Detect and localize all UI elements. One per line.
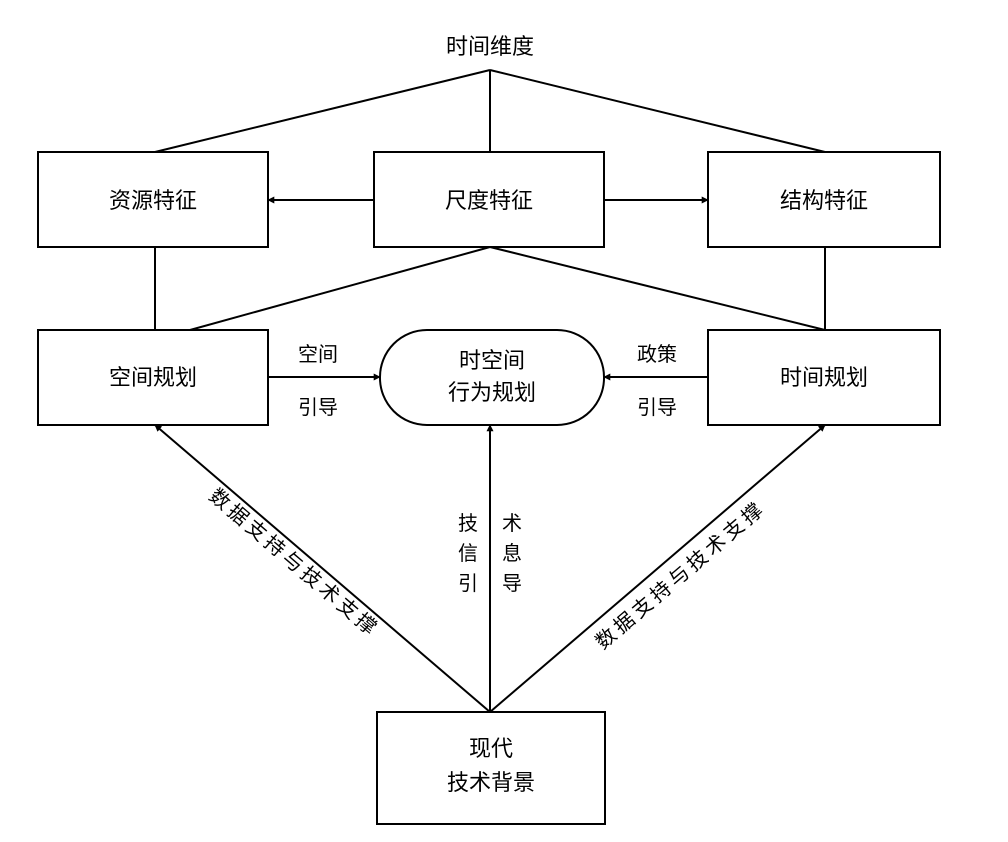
node-label-behavior-line1: 时空间 (459, 349, 525, 374)
node-label-modern-tech-line1: 现代 (469, 737, 513, 762)
edge-label-tech-left-2: 信 (458, 541, 478, 565)
edge-scale-to-time-planning (489, 246, 826, 331)
edge-label-policy-guidance-2: 引导 (637, 395, 677, 419)
edge-label-tech-right-1: 术 (502, 511, 522, 535)
node-label-spatial-planning: 空间规划 (109, 366, 197, 391)
node-label-time-planning: 时间规划 (780, 366, 868, 391)
edge-time-to-resource (154, 69, 491, 153)
node-resource-features (37, 151, 269, 248)
edge-scale-to-spatial-planning (189, 246, 491, 331)
arrow-tech-to-time-planning (489, 424, 826, 713)
node-label-time-dimension: 时间维度 (446, 35, 534, 60)
node-modern-tech (376, 711, 606, 825)
edge-label-spatial-guidance-1: 空间 (298, 342, 338, 366)
node-time-planning (707, 329, 941, 426)
arrow-tech-to-spatial-planning (154, 424, 491, 713)
edge-label-tech-right-3: 导 (502, 571, 522, 595)
node-structure-features (707, 151, 941, 248)
node-scale-features (373, 151, 605, 248)
node-label-scale-features: 尺度特征 (445, 189, 533, 214)
edge-label-data-support-left: 数据支持与技术支撑 (205, 483, 385, 642)
node-label-structure-features: 结构特征 (780, 189, 868, 214)
node-label-modern-tech-line2: 技术背景 (447, 771, 535, 796)
edge-label-data-support-right: 数据支持与技术支撑 (591, 495, 771, 654)
edge-label-spatial-guidance-2: 引导 (298, 395, 338, 419)
edge-label-tech-right-2: 息 (502, 541, 522, 565)
edge-time-to-structure (489, 69, 826, 153)
edge-label-tech-left-3: 引 (458, 571, 478, 595)
node-label-behavior-line2: 行为规划 (448, 381, 536, 406)
edge-label-tech-left-1: 技 (458, 511, 478, 535)
node-label-resource-features: 资源特征 (109, 189, 197, 214)
edge-label-policy-guidance-1: 政策 (637, 342, 677, 366)
node-behavior-planning (379, 329, 605, 426)
node-spatial-planning (37, 329, 269, 426)
